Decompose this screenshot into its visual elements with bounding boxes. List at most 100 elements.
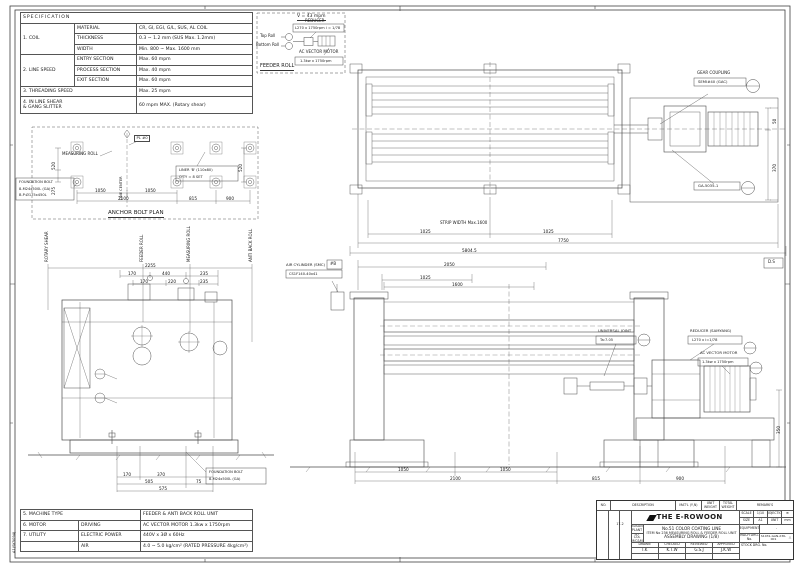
dim-side-t3: 1600 [452, 281, 463, 287]
side-reducer-title: REDUCER (SAMYANG) [690, 328, 732, 333]
machine-cell: 440V x 3Ø x 60Hz [140, 530, 253, 542]
front-foundation-1: FOUNDATION BOLT [209, 470, 243, 474]
sign-value-checked: K.T.W [658, 548, 685, 554]
liner-callout-1: LINER 'B' (110x80) [179, 168, 213, 172]
spec-cell: THICKNESS [74, 33, 137, 45]
dim-front-r2a: 170 [140, 278, 148, 284]
coupling-code-label: GA-5035-1 [698, 183, 719, 188]
machine-cell: AC VECTOR MOTOR 1.3kw x 1750rpm [140, 519, 253, 531]
sheet-code: A1(SK5094) [11, 531, 16, 553]
dim-plan-a: 1025 [420, 228, 431, 234]
spec-cell: WIDTH [74, 43, 137, 55]
project-line-2: ITEM No 236 MEASURING ROLL & FEEDER ROLL… [646, 530, 737, 535]
spec-cell: Max. 25 mpm [136, 85, 253, 97]
rev-column-line [619, 511, 620, 559]
dim-side-overall: 5804.5 [462, 247, 477, 253]
unit-value: mm [781, 518, 793, 525]
machine-cell: 7. UTILITY [20, 530, 79, 542]
motor-callout-title: AC VECTOR MOTOR [299, 49, 339, 54]
machine-cell: 4.0 ~ 5.0 kg/cm² (RATED PRESSURE 4kg/cm²… [140, 540, 253, 552]
dim-front-b3: 505 [145, 478, 153, 484]
machine-cell: AIR [78, 540, 141, 552]
machine-cell [20, 540, 79, 552]
dim-side-right: 350 [776, 426, 781, 434]
anchor-foundation-3: B.P:Ø175x450L [19, 193, 47, 197]
spec-cell: 60 mpm MAX. (Rotary shear) [136, 96, 253, 114]
dim-front-b5: 575 [159, 485, 167, 491]
front-label-feeder-roll: FEEDER ROLL [139, 234, 144, 262]
front-foundation-2: 8-M24x500L (GA) [209, 476, 241, 481]
front-label-anti-back-roll: ANTI BACK ROLL [248, 228, 253, 262]
size-label: SIZE [739, 518, 753, 525]
pl-callout: PL #0 [134, 135, 151, 142]
spec-cell: ENTRY SECTION [74, 54, 137, 66]
zone-label: 17-2 [616, 522, 624, 527]
rev-header-total-weight: TOTAL WEIGHT [719, 501, 736, 511]
top-roll-label: Top Roll [260, 33, 276, 38]
rev-column-line [608, 511, 609, 559]
spec-cell: MATERIAL [74, 22, 137, 34]
stock-drawing-cell: STOCK DRG. No. [739, 543, 793, 559]
dim-anchor-right: 520 [238, 164, 243, 172]
anchor-plan-title: ANCHOR BOLT PLAN [108, 210, 164, 219]
third-angle-projection-icon: ⊕ [781, 511, 793, 518]
dim-front-r2c: 235 [200, 278, 208, 284]
gear-coupling-spec: SEMI#40 (GAC) [698, 79, 728, 84]
plant-cell-2: S/T COL M/C&M [631, 534, 643, 543]
rev-header-description: DESCRIPTION [610, 501, 675, 511]
sign-value-reviewed: G.S.J [685, 548, 712, 554]
dim-front-r2b: 220 [168, 278, 176, 284]
sign-value-approved: J.K.W [712, 548, 739, 554]
machine-table: 5. MACHINE TYPE FEEDER & ANTI BACK ROLL … [20, 509, 253, 552]
scale-value: 1/10 [753, 511, 767, 518]
side-reducer-spec: L270 x i=1/78 [692, 337, 718, 342]
dim-side-t1: 2050 [444, 261, 455, 267]
sign-date-line [685, 554, 686, 559]
sign-date-line [658, 554, 659, 559]
projection-label: PROJECTION [767, 511, 781, 518]
spec-title: SPECIFICATION [20, 12, 253, 24]
drawing-number-label: MACH DRG. No. [739, 534, 759, 543]
machine-cell: 5. MACHINE TYPE [20, 509, 141, 521]
scale-label: SCALE [739, 511, 753, 518]
air-cylinder-spec: CS1F140-40x41 [289, 271, 318, 276]
title-block-left-border [631, 511, 632, 559]
sign-header-checked: CHECKED [658, 543, 685, 548]
dim-plan-right: 370 [772, 164, 777, 172]
rev-header-remarks: REMARK'S [736, 501, 793, 511]
spec-cell: EXIT SECTION [74, 75, 137, 87]
spec-cell: PROCESS SECTION [74, 64, 137, 76]
sign-value-drawn: T.K [631, 548, 658, 554]
dim-front-b1: 170 [123, 471, 131, 477]
dim-anchor-left-1: 520 [51, 162, 56, 170]
plant-cell-1: BUSAN PLANT [631, 525, 643, 534]
dim-front-r1c: 235 [200, 270, 208, 276]
bottom-roll-label: Bottom Roll [256, 42, 280, 47]
spec-cell: Max. 60 mpm [136, 75, 253, 87]
machine-cell: FEEDER & ANTI BACK ROLL UNIT [140, 509, 253, 521]
company-logo: THE E-ROWOON [631, 511, 739, 525]
liner-callout-2: Q'TY = 8 SET [179, 174, 203, 179]
machine-cell: 6. MOTOR [20, 519, 79, 531]
dim-anchor-a: 1050 [95, 188, 106, 193]
machine-cell: DRIVING [78, 519, 141, 531]
spec-cell: 0.3 ~ 1.2 mm (SUS Max. 1.2mm) [136, 33, 253, 45]
universal-joint-title: UNIVERSAL JOINT [598, 328, 632, 333]
drawing-number-value: S1031-GAN-236-001 [759, 534, 787, 543]
company-logo-mark [645, 514, 657, 521]
rev-header-no: NO. [597, 501, 610, 511]
front-label-rotary-shear: ROTARY SHEAR [44, 231, 49, 262]
equipment-value: - [759, 525, 793, 534]
sign-date-line [712, 554, 713, 559]
side-motor-title: AC VECTOR MOTOR [700, 350, 738, 355]
front-label-measuring-roll: MEASURING ROLL [186, 226, 191, 262]
rev-header-unit-weight: UNIT WEIGHT [701, 501, 719, 511]
dim-side-b4: 815 [592, 475, 600, 481]
gear-coupling-title: GEAR COUPLING [697, 70, 731, 75]
feeder-roll-title: FEEDER ROLL [260, 63, 295, 71]
spec-cell: 2. LINE SPEED [20, 54, 75, 87]
spec-cell: 1. COIL [20, 22, 75, 55]
section-marker-b: #B [330, 261, 337, 266]
dim-anchor-total: 2100 [118, 195, 129, 201]
universal-joint-spec: Ta:7.05 [600, 337, 614, 342]
